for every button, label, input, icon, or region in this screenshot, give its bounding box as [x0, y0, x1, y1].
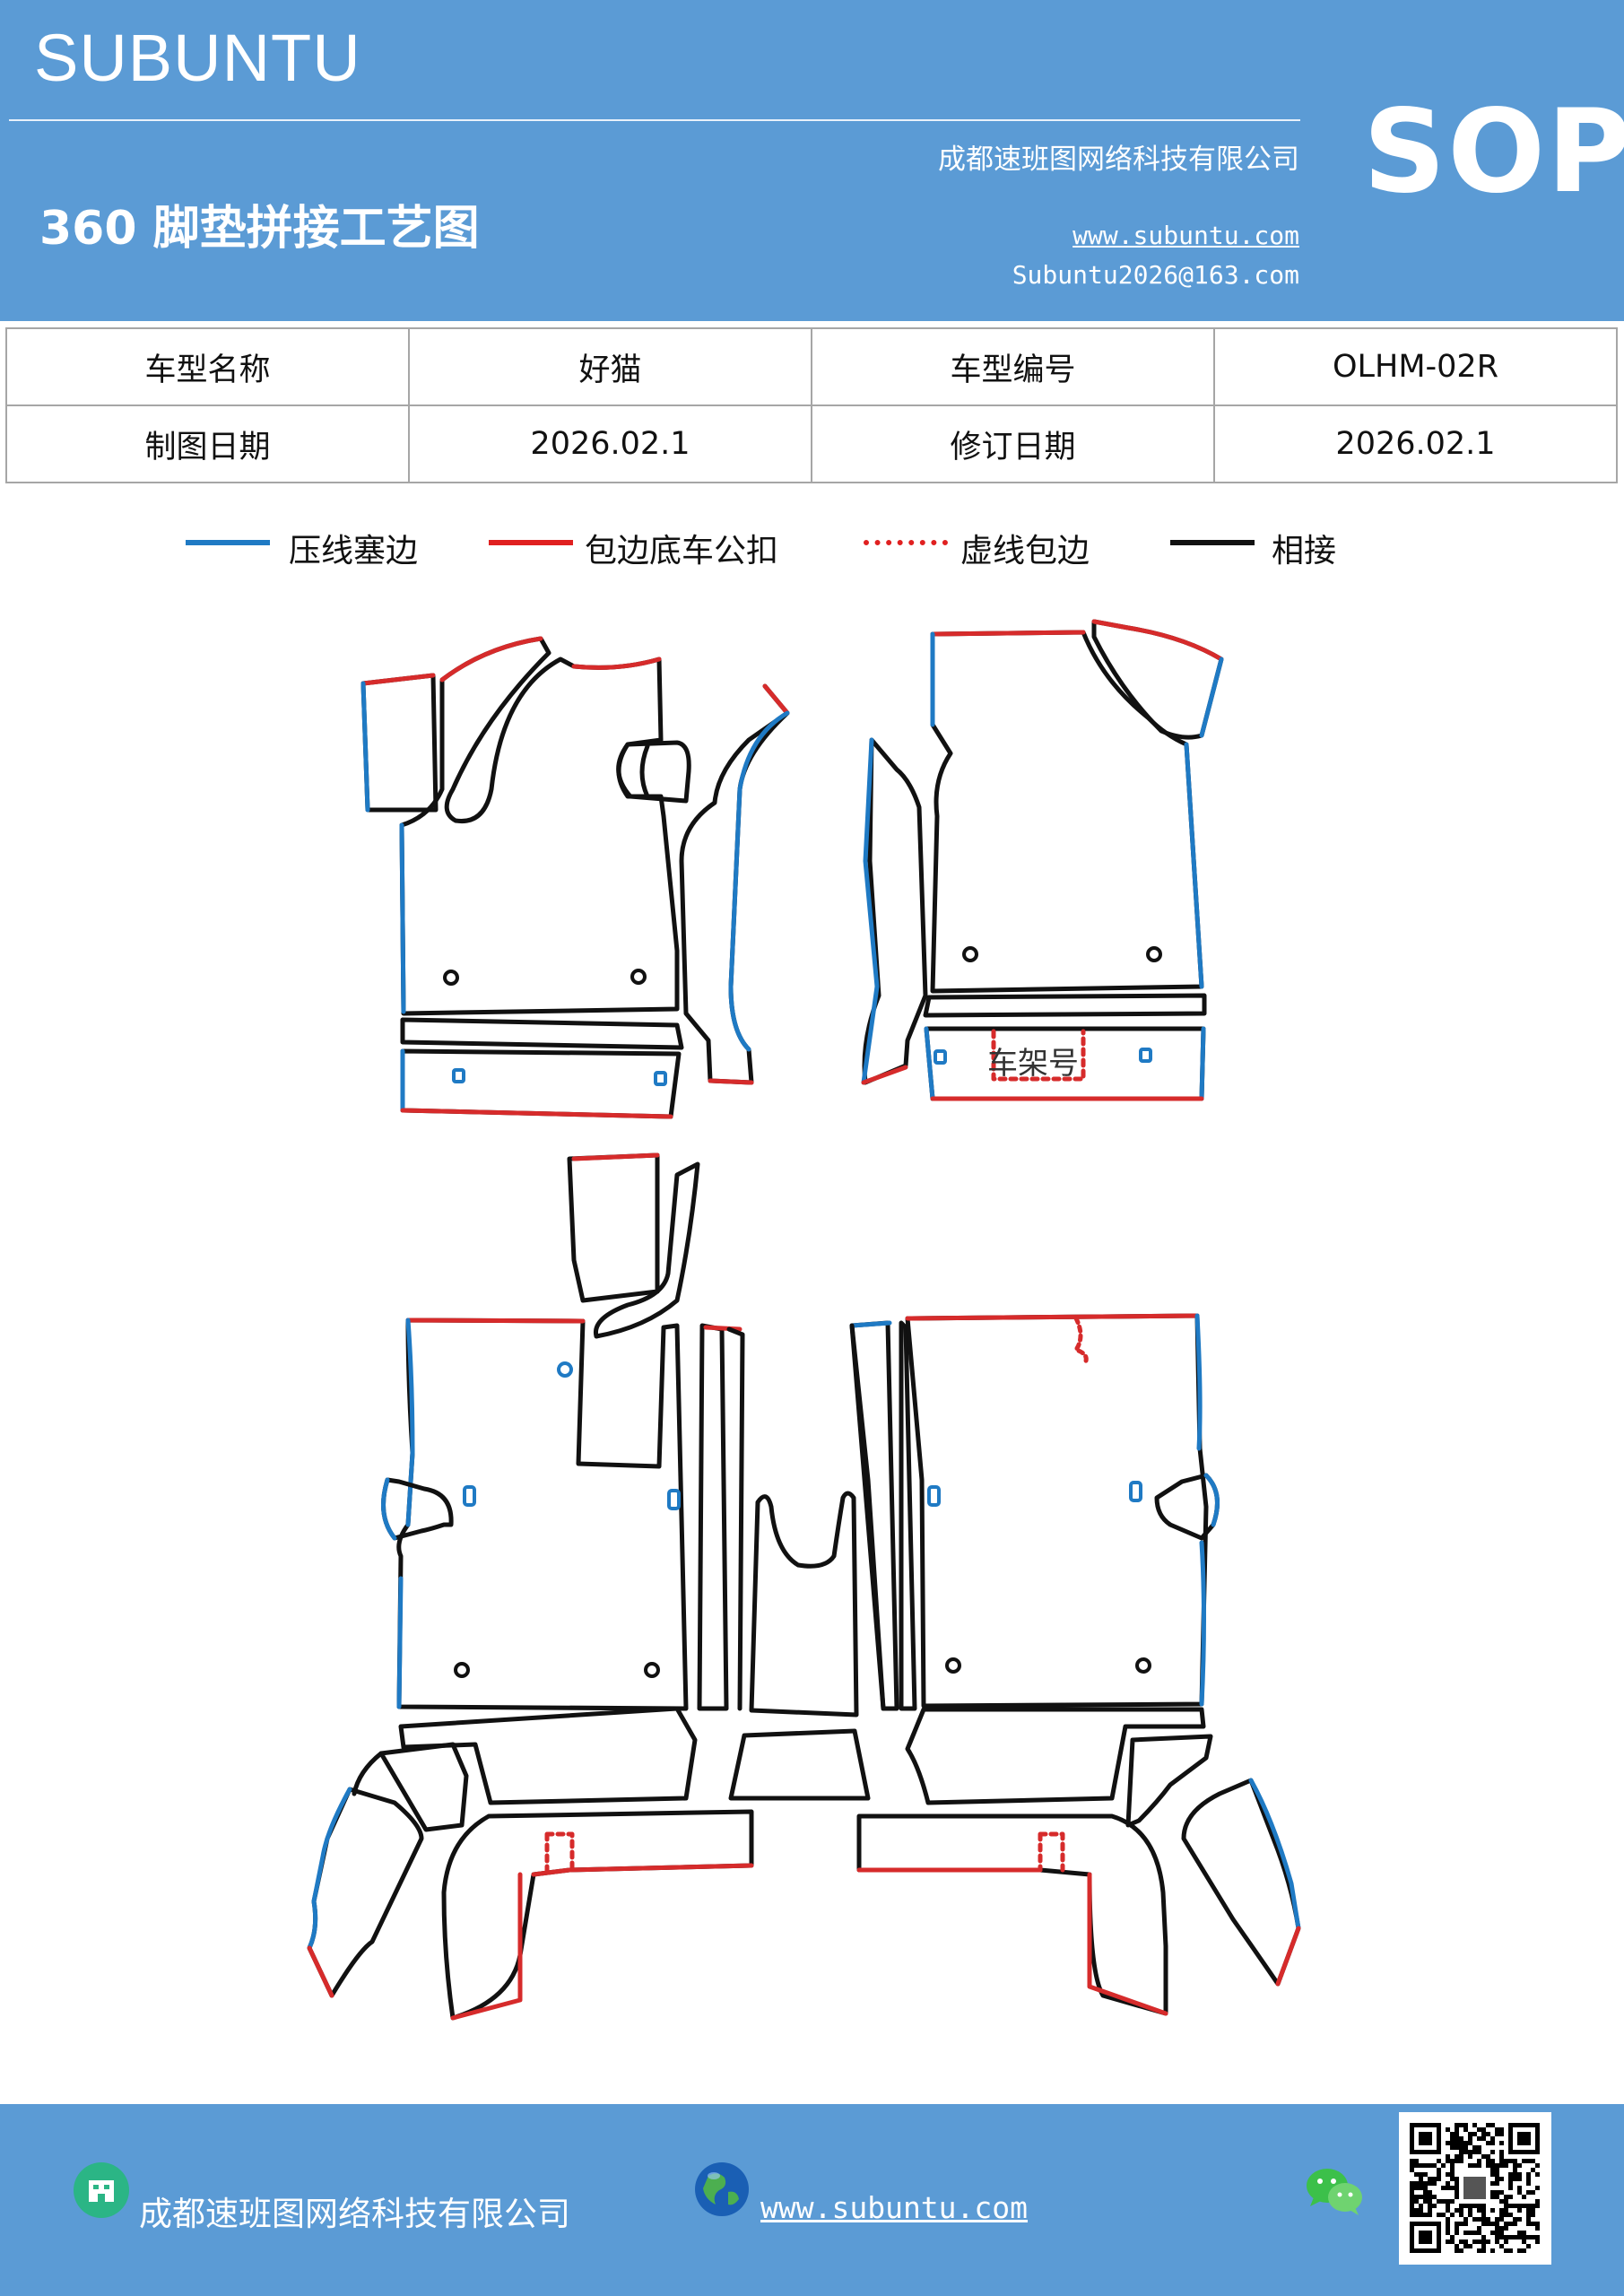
legend-swatch: [864, 540, 948, 545]
mat-center-piece: [728, 1491, 871, 1801]
table-cell: 好猫: [408, 327, 812, 406]
header-company-name: 成都速班图网络科技有限公司: [938, 144, 1299, 176]
footer-company-name: 成都速班图网络科技有限公司: [139, 2195, 570, 2233]
page-title: 360 脚垫拼接工艺图: [39, 202, 480, 256]
mat-front-left: [360, 636, 790, 1119]
line-legend: 压线塞边 包边底车公扣 虚线包边 相接: [0, 525, 1624, 570]
sop-mark: SOP: [1363, 85, 1624, 219]
table-row: 车型名称 好猫 车型编号 OLHM-02R: [5, 327, 1618, 406]
footer-banner: 成都速班图网络科技有限公司 www.subuntu.com: [0, 2104, 1624, 2296]
vehicle-info-table: 车型名称 好猫 车型编号 OLHM-02R 制图日期 2026.02.1 修订日…: [5, 327, 1618, 483]
table-cell: 制图日期: [5, 404, 410, 483]
legend-label: 相接: [1272, 533, 1337, 570]
table-cell: OLHM-02R: [1213, 327, 1618, 406]
table-cell: 2026.02.1: [1213, 404, 1618, 483]
wechat-icon[interactable]: [1305, 2165, 1364, 2217]
header-divider: [9, 119, 1300, 121]
legend-label: 包边底车公扣: [585, 533, 779, 570]
table-row: 制图日期 2026.02.1 修订日期 2026.02.1: [5, 404, 1618, 483]
table-cell: 车型编号: [811, 327, 1215, 406]
mat-rear-left: [307, 1152, 754, 2021]
legend-label: 压线塞边: [289, 533, 419, 570]
qr-code: [1399, 2112, 1551, 2265]
header-website-link[interactable]: www.subuntu.com: [1073, 221, 1299, 250]
table-cell: 2026.02.1: [408, 404, 812, 483]
globe-icon: [695, 2162, 749, 2216]
legend-swatch: [1170, 540, 1255, 545]
building-icon: [74, 2162, 129, 2218]
mat-rear-right: [849, 1313, 1301, 2016]
legend-swatch: [489, 540, 573, 545]
mat-front-right: [861, 619, 1224, 1101]
brand-logo-text: SUBUNTU: [34, 21, 361, 95]
frame-number-label: 车架号: [987, 1046, 1079, 1082]
table-cell: 修订日期: [811, 404, 1215, 483]
header-banner: SUBUNTU 成都速班图网络科技有限公司 SOP 360 脚垫拼接工艺图 ww…: [0, 0, 1624, 321]
footer-website-link[interactable]: www.subuntu.com: [760, 2190, 1029, 2225]
legend-label: 虚线包边: [960, 533, 1090, 570]
legend-swatch: [186, 540, 270, 545]
table-cell: 车型名称: [5, 327, 410, 406]
header-email: Subuntu2026@163.com: [1012, 260, 1299, 290]
qr-code-pattern: [1410, 2123, 1540, 2253]
